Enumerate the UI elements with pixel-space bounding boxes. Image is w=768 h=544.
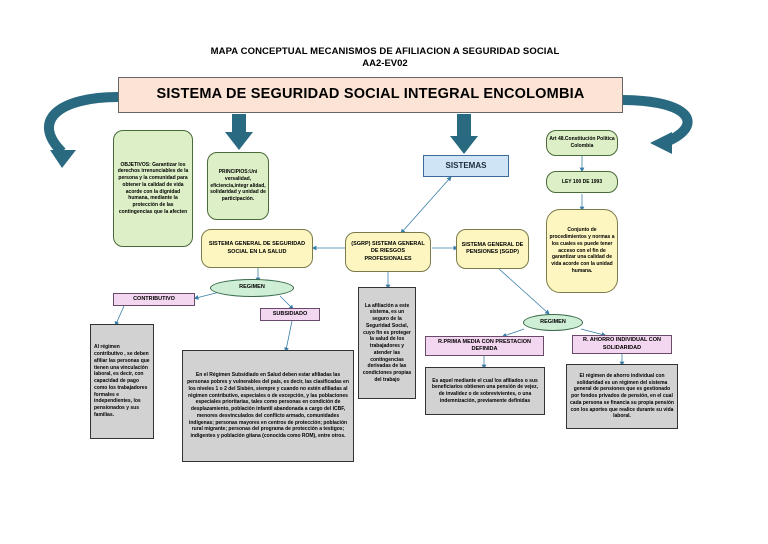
pensiones-to-regimen: [497, 267, 550, 315]
left-curved-arrow-head: [50, 150, 76, 168]
contributivo-desc-box: Al régimen contributivo , se deben afili…: [90, 324, 154, 439]
subsidiado-text: SUBSIDIADO: [272, 310, 308, 317]
sgrp-text: (SGRP) SISTEMA GENERAL DE RIESGOS PROFES…: [351, 240, 425, 262]
sistemas-to-sgrp: [400, 176, 452, 234]
art48-text: Art 48.Constitución Política Colombia: [549, 136, 615, 149]
sgp-box: SISTEMA GENERAL DE PENSIONES (SGDP): [456, 229, 529, 269]
conjunto-text: Conjunto de procedimientos y normas a lo…: [549, 227, 615, 274]
regimen-left-text: REGIMEN: [239, 284, 265, 291]
right-curved-arrow: [621, 95, 693, 147]
right-curved-arrow-head: [650, 132, 672, 154]
contributivo-text: CONTRIBUTIVO: [133, 295, 175, 302]
sgrp-box: (SGRP) SISTEMA GENERAL DE RIESGOS PROFES…: [345, 232, 431, 272]
ley100-text: LEY 100 DE 1993: [561, 178, 603, 185]
left-curved-arrow: [44, 92, 119, 156]
regimen-right-text: REGIMEN: [540, 318, 566, 325]
ahorro-desc-text: El régimen de ahorro individual con soli…: [570, 372, 674, 420]
regimen-left-ellipse: REGIMEN: [210, 279, 294, 297]
regimen-to-ahorro: [580, 328, 607, 337]
conjunto-box: Conjunto de procedimientos y normas a lo…: [546, 209, 618, 293]
header-subtitle: AA2-EV02: [362, 58, 408, 69]
art48-box: Art 48.Constitución Política Colombia: [546, 130, 618, 156]
regimen-right-ellipse: REGIMEN: [523, 314, 583, 331]
sistemas-box: SISTEMAS: [423, 155, 509, 177]
down-arrow-principios: [225, 114, 253, 150]
ahorro-box: R. AHORRO INDIVIDUAL CON SOLIDARIDAD: [572, 335, 672, 354]
objetivos-box: OBJETIVOS: Garantizar los derechos irren…: [113, 130, 193, 247]
sistemas-text: SISTEMAS: [445, 160, 487, 170]
ley100-box: LEY 100 DE 1993: [546, 171, 618, 193]
subsidiado-box: SUBSIDIADO: [260, 308, 320, 321]
sgp-text: SISTEMA GENERAL DE PENSIONES (SGDP): [461, 241, 524, 255]
header-title: MAPA CONCEPTUAL MECANISMOS DE AFILIACION…: [210, 46, 560, 57]
regimen-to-contributivo: [193, 291, 221, 300]
principios-text: PRINCIPIOS:Uni versalidad, eficiencia,in…: [210, 169, 266, 203]
prima-media-text: R.PRIMA MEDIA CON PRESTACION DEFINIDA: [438, 338, 531, 352]
prima-media-box: R.PRIMA MEDIA CON PRESTACION DEFINIDA: [425, 336, 544, 356]
subsidiado-desc-box: En el Régimen Subsidiado en Salud deben …: [182, 350, 354, 462]
contributivo-desc-text: Al régimen contributivo , se deben afili…: [94, 344, 150, 418]
sgss-salud-box: SISTEMA GENERAL DE SEGURIDAD SOCIAL EN L…: [201, 229, 313, 268]
principios-box: PRINCIPIOS:Uni versalidad, eficiencia,in…: [207, 152, 269, 220]
prima-media-desc-box: Es aquel mediante el cual los afiliados …: [425, 367, 545, 415]
prima-media-desc-text: Es aquel mediante el cual los afiliados …: [431, 377, 539, 404]
sgss-salud-text: SISTEMA GENERAL DE SEGURIDAD SOCIAL EN L…: [208, 241, 306, 255]
subsidiado-desc-text: En el Régimen Subsidiado en Salud deben …: [187, 372, 349, 439]
ahorro-text: R. AHORRO INDIVIDUAL CON SOLIDARIDAD: [583, 337, 661, 351]
sgrp-desc-text: La afiliación a este sistema, es un segu…: [362, 302, 412, 383]
main-title: SISTEMA DE SEGURIDAD SOCIAL INTEGRAL ENC…: [156, 86, 585, 103]
contributivo-to-desc: [114, 305, 125, 327]
sgrp-desc-box: La afiliación a este sistema, es un segu…: [358, 287, 416, 399]
down-arrow-sistemas: [450, 114, 478, 154]
contributivo-box: CONTRIBUTIVO: [113, 293, 195, 306]
regimen-to-prima: [501, 328, 525, 338]
regimen-to-subsidiado: [279, 295, 294, 310]
subsidiado-to-desc: [284, 320, 293, 353]
objetivos-text: OBJETIVOS: Garantizar los derechos irren…: [117, 161, 189, 215]
main-title-banner: SISTEMA DE SEGURIDAD SOCIAL INTEGRAL ENC…: [118, 77, 623, 113]
ahorro-desc-box: El régimen de ahorro individual con soli…: [566, 364, 678, 429]
